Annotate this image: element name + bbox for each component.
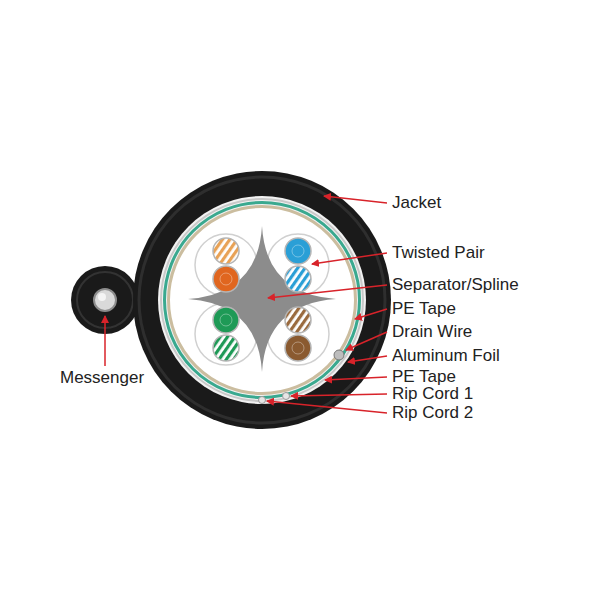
- drawing-part: [285, 307, 311, 333]
- part-label: Separator/Spline: [392, 275, 519, 295]
- drawing-part: [220, 273, 232, 285]
- drawing-part: [285, 238, 311, 264]
- drawing-part: [324, 196, 387, 203]
- cable-jacket: [133, 171, 391, 429]
- drawing-part: [325, 377, 387, 380]
- drawing-part: [292, 342, 304, 354]
- drawing-part: [267, 401, 387, 413]
- part-label: Messenger: [60, 368, 144, 388]
- conductor-cores: [220, 245, 304, 354]
- part-label: Drain Wire: [392, 322, 472, 342]
- drawing-part: [98, 293, 106, 301]
- separator-spline: [188, 226, 336, 372]
- drawing-part: [213, 335, 239, 361]
- drawing-part: [158, 196, 366, 404]
- drawing-part: [283, 393, 290, 400]
- drawing-part: [259, 397, 266, 404]
- part-label: Aluminum Foil: [392, 346, 500, 366]
- drawing-part: [213, 266, 239, 292]
- drawing-part: [312, 253, 387, 264]
- drawing-part: [292, 245, 304, 257]
- drawing-part: [104, 316, 106, 366]
- drawing-part: [346, 332, 387, 350]
- drawing-part: [285, 335, 311, 361]
- drawing-part: [348, 356, 387, 362]
- drain-wire: [334, 350, 344, 360]
- drawing-part: [169, 207, 356, 394]
- part-label: Jacket: [392, 193, 441, 213]
- drawing-part: [355, 309, 387, 319]
- drawing-part: [133, 171, 391, 429]
- drawing-part: [213, 238, 239, 264]
- drawing-part: [94, 289, 116, 311]
- part-label: Rip Cord 1: [392, 384, 473, 404]
- drawing-part: [220, 314, 232, 326]
- drawing-part: [291, 394, 387, 396]
- drawing-part: [334, 350, 344, 360]
- drawing-part: [268, 285, 387, 298]
- part-label: Rip Cord 2: [392, 403, 473, 423]
- part-label: PE Tape: [392, 299, 456, 319]
- drawing-part: [285, 266, 311, 292]
- twisted-pairs: [213, 238, 311, 361]
- drawing-part: [165, 203, 360, 398]
- drawing-part: [161, 199, 363, 401]
- part-label: Twisted Pair: [392, 243, 485, 263]
- drawing-part: [139, 177, 385, 423]
- leader-lines: [105, 196, 387, 413]
- drawing-part: [213, 307, 239, 333]
